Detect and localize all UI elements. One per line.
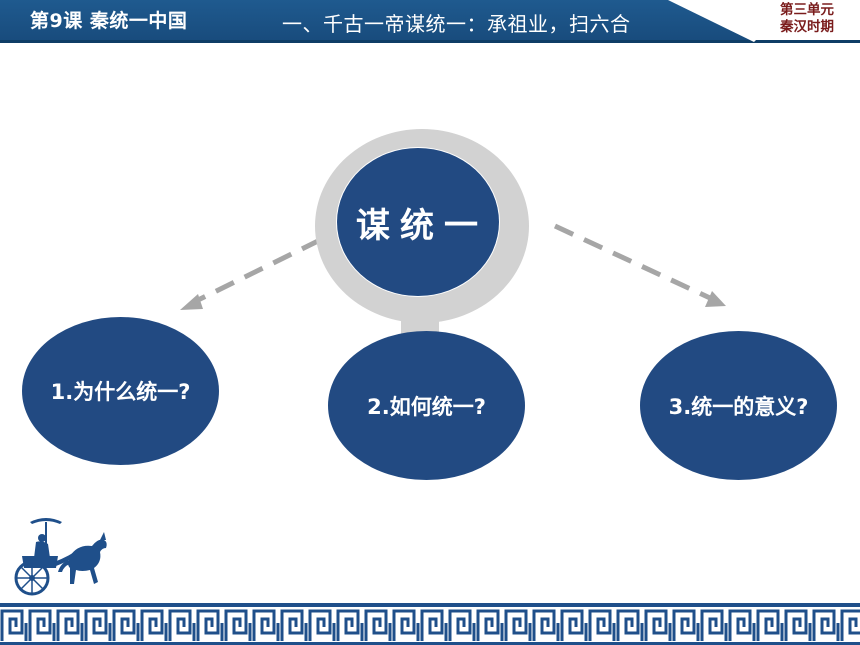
topic-node-meaning: 3.统一的意义? xyxy=(640,331,837,480)
center-topic-circle: 谋统一 xyxy=(337,148,499,296)
topic-node-why: 1.为什么统一? xyxy=(22,317,219,465)
unit-label: 第三单元 秦汉时期 xyxy=(760,2,854,36)
header-divider xyxy=(0,40,860,43)
topic-node-how: 2.如何统一? xyxy=(328,331,525,480)
arrow-right-line xyxy=(553,223,712,301)
unit-line-2: 秦汉时期 xyxy=(780,19,834,35)
topic-node-label: 3.统一的意义? xyxy=(668,394,809,419)
unit-panel xyxy=(668,0,860,42)
center-topic-label: 谋统一 xyxy=(356,205,488,246)
section-title: 一、千古一帝谋统一：承祖业，扫六合 xyxy=(282,12,631,36)
lesson-title: 第9课 秦统一中国 xyxy=(30,10,188,32)
arrow-left-line xyxy=(192,237,322,305)
arrow-left-head xyxy=(180,294,203,310)
arrow-right-head xyxy=(705,291,726,307)
topic-node-label: 1.为什么统一? xyxy=(50,380,191,404)
unit-line-1: 第三单元 xyxy=(780,2,834,18)
chariot-icon xyxy=(14,518,107,596)
topic-node-label: 2.如何统一? xyxy=(367,394,486,419)
fret-pattern-border xyxy=(0,603,860,645)
header: 第9课 秦统一中国 一、千古一帝谋统一：承祖业，扫六合 第三单元 秦汉时期 xyxy=(0,0,860,43)
